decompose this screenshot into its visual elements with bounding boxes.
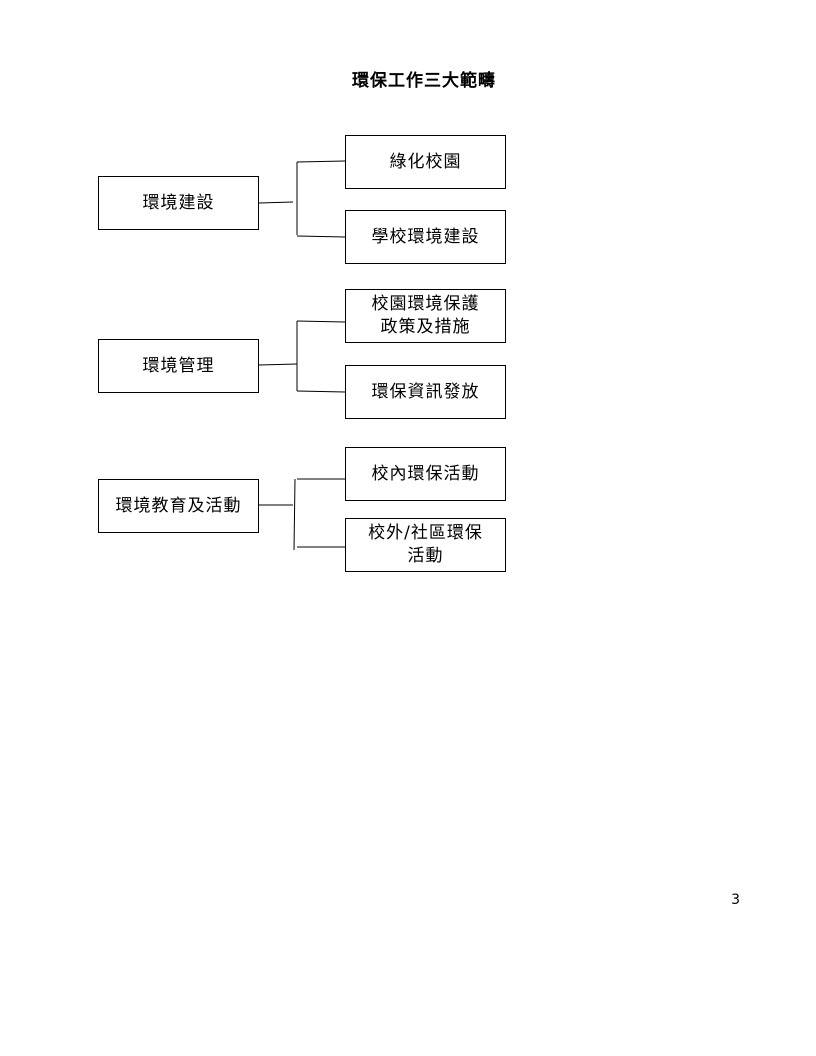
item-box-campus-protection-policy: 校園環境保護 政策及措施 [345, 289, 506, 343]
item-box-greening-campus: 綠化校園 [345, 135, 506, 189]
item-box-off-campus-community-activities: 校外/社區環保 活動 [345, 518, 506, 572]
connector-spine [293, 478, 296, 551]
connector-branch [296, 320, 346, 323]
item-box-environment-information: 環保資訊發放 [345, 365, 506, 419]
page-number: 3 [731, 892, 740, 908]
connector-branch [296, 235, 346, 238]
page-title: 環保工作三大範疇 [352, 71, 496, 91]
category-box-environment-construction: 環境建設 [98, 176, 259, 230]
item-box-on-campus-activities: 校內環保活動 [345, 447, 506, 501]
connector-stem [258, 201, 294, 204]
item-box-school-environment-construction: 學校環境建設 [345, 210, 506, 264]
connector-stem [258, 363, 298, 366]
category-box-environment-education: 環境教育及活動 [98, 479, 259, 533]
category-box-environment-management: 環境管理 [98, 339, 259, 393]
connector-branch [296, 390, 346, 393]
connector-branch [296, 160, 346, 163]
